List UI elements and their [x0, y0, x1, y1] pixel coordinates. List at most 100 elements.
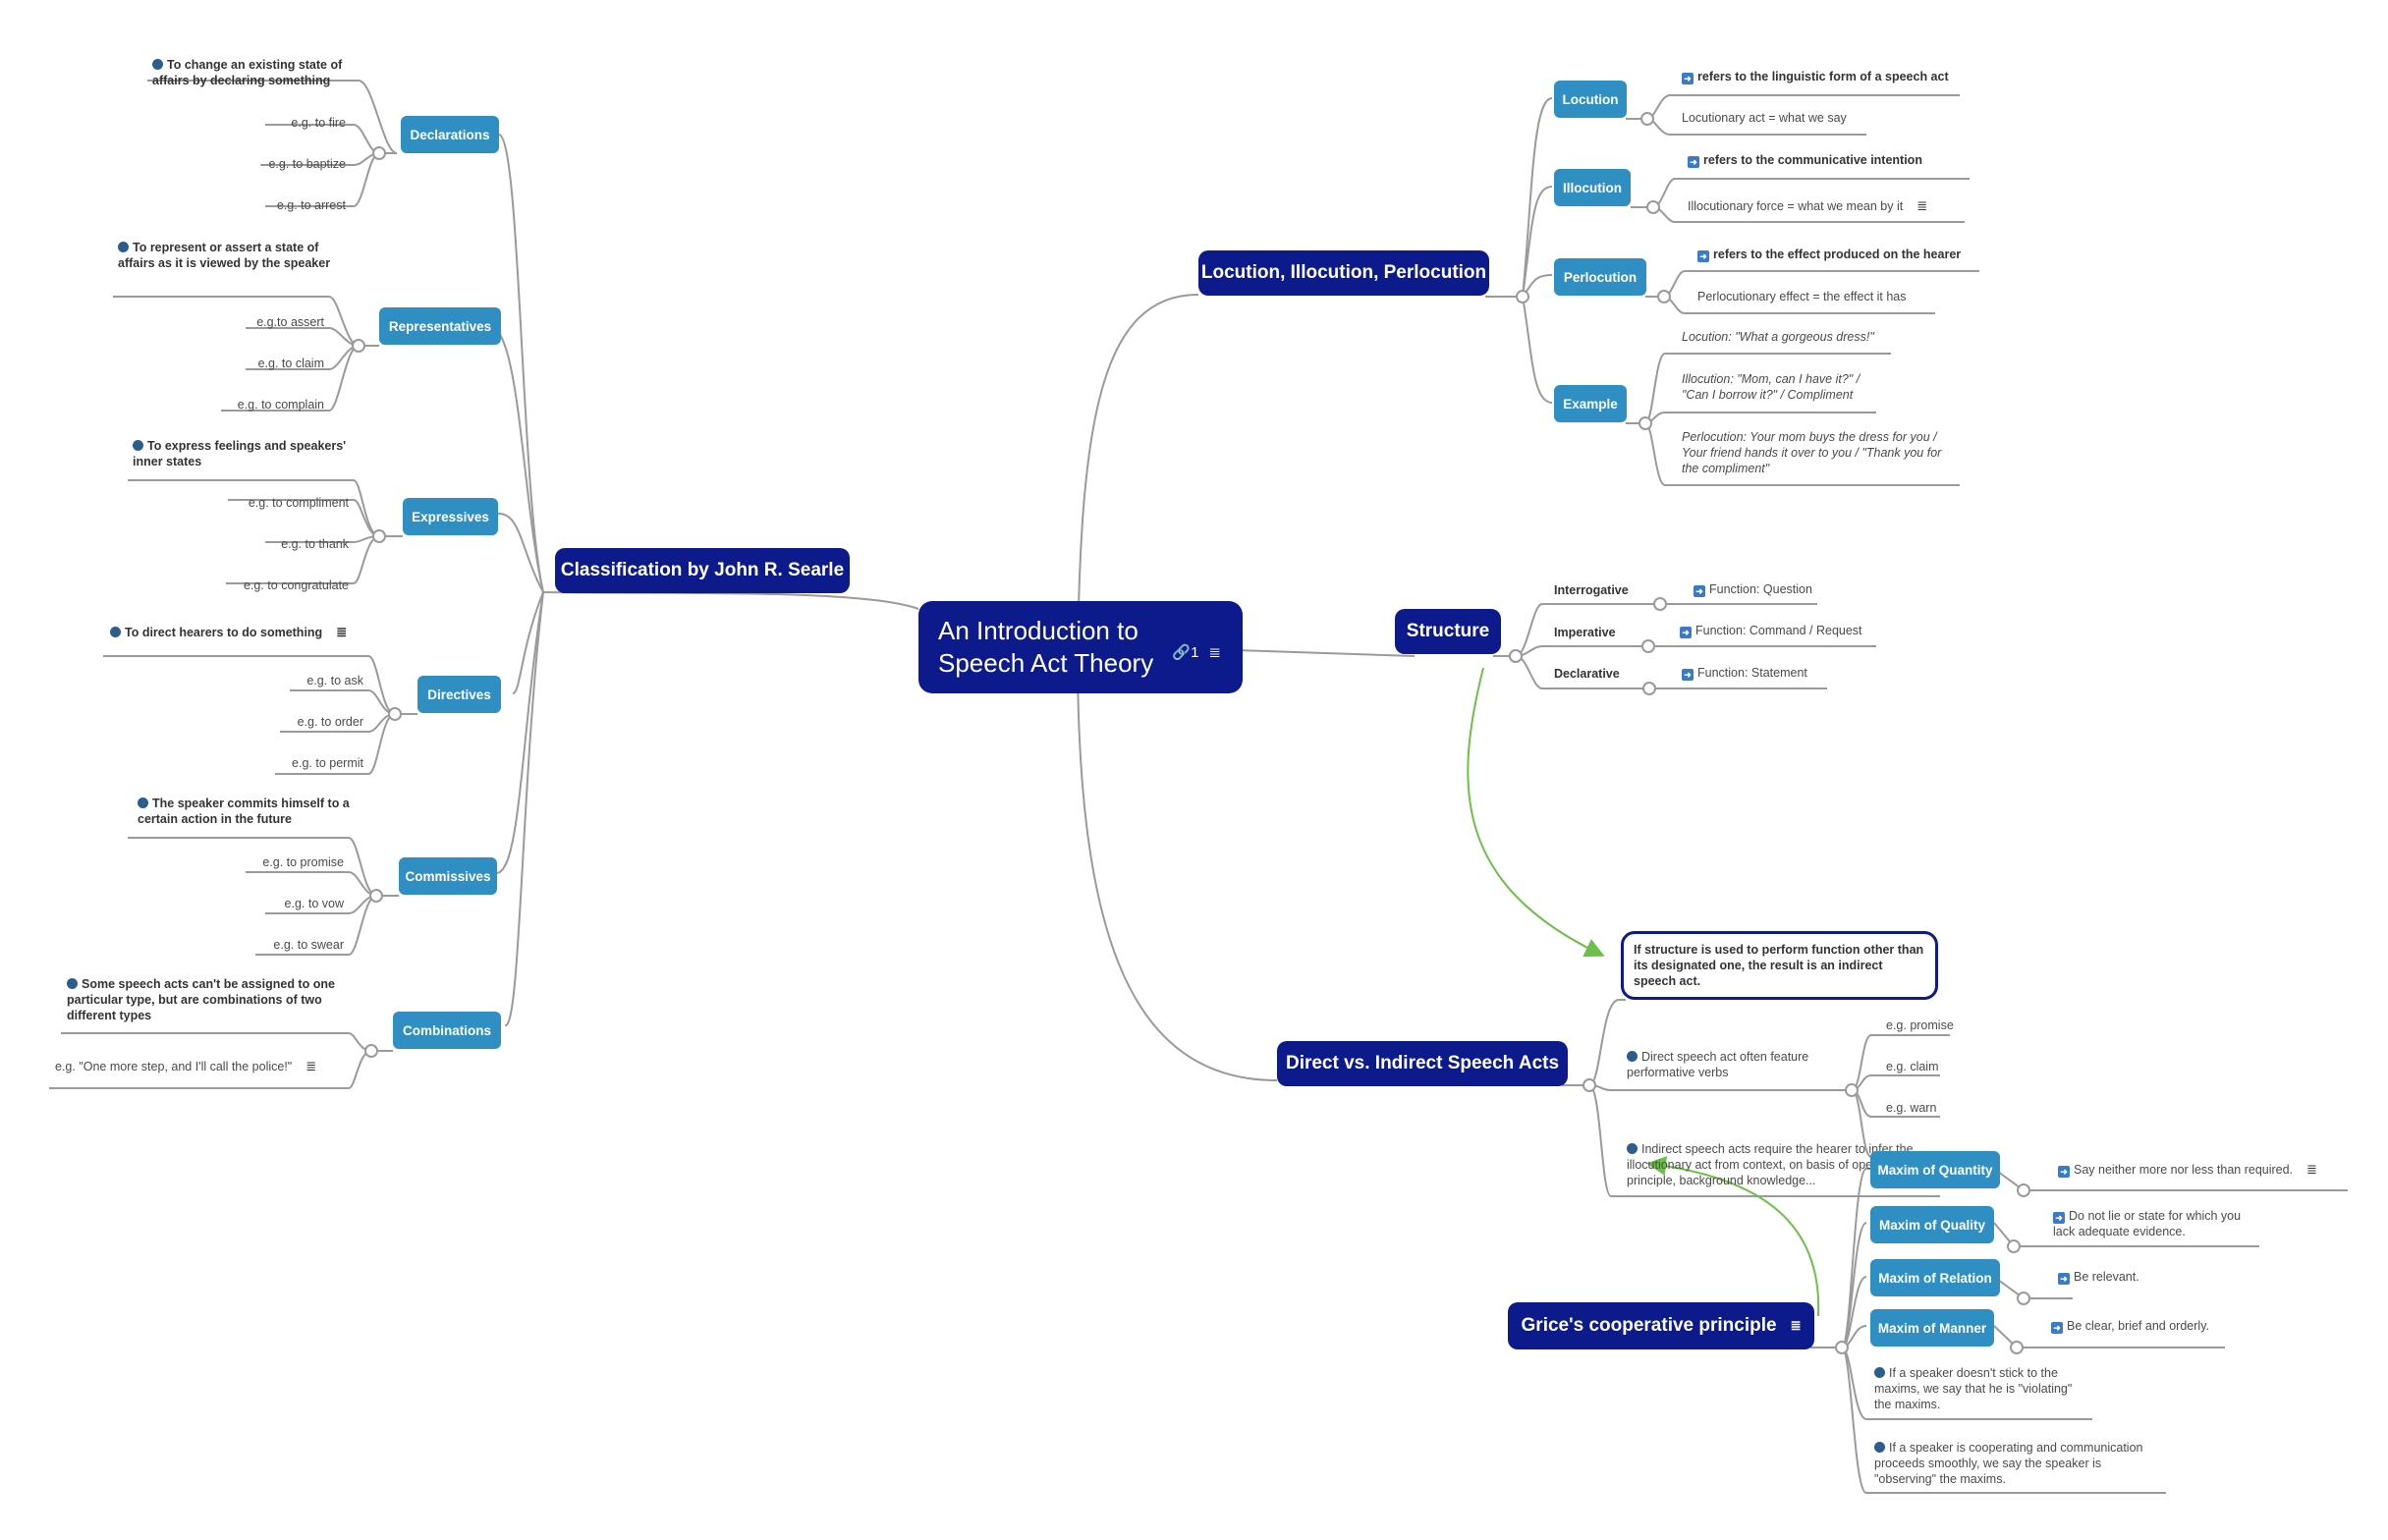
directives-example: e.g. to permit — [292, 756, 363, 770]
central-topic[interactable]: An Introduction to Speech Act Theory 🔗1 ≣ — [918, 601, 1243, 693]
central-title-line2: Speech Act Theory — [938, 648, 1154, 678]
topic-classification-searle[interactable]: Classification by John R. Searle — [555, 548, 850, 593]
topic-grice-cooperative-principle[interactable]: Grice's cooperative principle ≣ — [1508, 1302, 1814, 1349]
dot-icon — [1874, 1367, 1885, 1378]
relation-arrow[interactable] — [1646, 1156, 1820, 1317]
grice-observing-text: If a speaker is cooperating and communic… — [1874, 1441, 2143, 1486]
maxim-relation-desc: ➜Be relevant. — [2058, 1269, 2205, 1285]
subtopic-locution[interactable]: Locution — [1554, 81, 1627, 118]
right-arrow-icon: ➜ — [1697, 250, 1709, 262]
note-icon[interactable]: ≣ — [2306, 1162, 2317, 1177]
commissives-example: e.g. to promise — [262, 855, 344, 869]
representatives-example: e.g.to assert — [256, 315, 324, 329]
note-icon[interactable]: ≣ — [336, 625, 348, 639]
illocution-refers: ➜ refers to the communicative intention — [1688, 152, 1982, 168]
direct-example: e.g. claim — [1886, 1060, 1939, 1073]
structure-function-text: Function: Command / Request — [1695, 624, 1862, 637]
directives-example: e.g. to order — [297, 715, 363, 729]
note-icon[interactable]: ≣ — [1916, 198, 1928, 213]
subtopic-combinations[interactable]: Combinations — [393, 1012, 501, 1049]
structure-function: ➜Function: Statement — [1682, 665, 1878, 681]
right-arrow-icon: ➜ — [2051, 1322, 2063, 1334]
subtopic-directives[interactable]: Directives — [417, 676, 501, 713]
declarations-desc-text: To change an existing state of affairs b… — [152, 58, 343, 87]
paperclip-icon[interactable]: 🔗1 — [1172, 644, 1199, 661]
dot-icon — [110, 627, 121, 637]
note-icon[interactable]: ≣ — [1208, 644, 1221, 661]
dot-icon — [1874, 1442, 1885, 1453]
subtopic-perlocution[interactable]: Perlocution — [1554, 258, 1646, 296]
directives-desc: To direct hearers to do something ≣ — [110, 625, 356, 640]
right-arrow-icon: ➜ — [1688, 156, 1699, 168]
expressives-example: e.g. to congratulate — [243, 578, 349, 592]
commissives-desc: The speaker commits himself to a certain… — [138, 796, 354, 827]
maxim-quality-desc: ➜Do not lie or state for which you lack … — [2053, 1208, 2264, 1239]
right-arrow-icon: ➜ — [1682, 669, 1694, 681]
topic-structure[interactable]: Structure — [1395, 609, 1501, 654]
locution-refers: ➜refers to the linguistic form of a spee… — [1682, 69, 1976, 84]
perlocution-refers: ➜ refers to the effect produced on the he… — [1697, 247, 2002, 262]
grice-title: Grice's cooperative principle — [1521, 1315, 1777, 1336]
maxim-quality[interactable]: Maxim of Quality — [1870, 1206, 1994, 1243]
grice-observing-desc: If a speaker is cooperating and communic… — [1874, 1440, 2164, 1487]
directives-desc-text: To direct hearers to do something — [125, 626, 323, 639]
structure-type: Interrogative — [1554, 583, 1629, 597]
combinations-desc: Some speech acts can't be assigned to on… — [67, 976, 352, 1023]
indirect-speech-desc: Indirect speech acts require the hearer … — [1627, 1141, 1946, 1188]
note-icon[interactable]: ≣ — [1790, 1318, 1802, 1333]
representatives-desc-text: To represent or assert a state of affair… — [118, 241, 331, 270]
subtopic-declarations[interactable]: Declarations — [401, 116, 499, 153]
topic-direct-vs-indirect[interactable]: Direct vs. Indirect Speech Acts — [1277, 1041, 1568, 1086]
structure-function-text: Function: Question — [1709, 582, 1812, 596]
indirect-speech-desc-text: Indirect speech acts require the hearer … — [1627, 1142, 1914, 1187]
maxim-manner-desc: ➜ Be clear, brief and orderly. — [2051, 1318, 2248, 1334]
commissives-example: e.g. to swear — [273, 938, 344, 952]
maxim-manner-desc-text: Be clear, brief and orderly. — [2067, 1319, 2209, 1333]
subtopic-expressives[interactable]: Expressives — [403, 498, 498, 535]
attachment-count: 1 — [1191, 644, 1199, 661]
subtopic-representatives[interactable]: Representatives — [379, 307, 501, 345]
illocution-def: Illocutionary force = what we mean by it… — [1688, 198, 1982, 214]
right-arrow-icon: ➜ — [2058, 1273, 2070, 1285]
expressives-desc-text: To express feelings and speakers' inner … — [133, 439, 347, 468]
structure-type: Imperative — [1554, 626, 1616, 639]
subtopic-commissives[interactable]: Commissives — [399, 857, 497, 895]
right-arrow-icon: ➜ — [1694, 585, 1705, 597]
representatives-example: e.g. to claim — [257, 357, 324, 370]
note-icon[interactable]: ≣ — [305, 1059, 317, 1073]
maxim-quantity-desc: ➜Say neither more nor less than required… — [2058, 1162, 2353, 1178]
commissives-desc-text: The speaker commits himself to a certain… — [138, 797, 350, 826]
subtopic-example[interactable]: Example — [1554, 385, 1627, 422]
perlocution-def: Perlocutionary effect = the effect it ha… — [1697, 290, 1907, 303]
representatives-example: e.g. to complain — [237, 398, 324, 412]
central-title-line1: An Introduction to — [938, 616, 1138, 645]
subtopic-illocution[interactable]: Illocution — [1554, 169, 1631, 206]
maxim-manner[interactable]: Maxim of Manner — [1870, 1309, 1994, 1347]
maxim-quantity-desc-text: Say neither more nor less than required. — [2074, 1163, 2294, 1177]
illocution-refers-text: refers to the communicative intention — [1703, 153, 1922, 167]
combinations-desc-text: Some speech acts can't be assigned to on… — [67, 977, 335, 1022]
right-arrow-icon: ➜ — [2053, 1212, 2065, 1224]
dot-icon — [138, 798, 148, 808]
commissives-example: e.g. to vow — [284, 897, 344, 910]
dot-icon — [152, 59, 163, 70]
structure-function-text: Function: Statement — [1697, 666, 1807, 680]
locution-refers-text: refers to the linguistic form of a speec… — [1697, 70, 1949, 83]
dot-icon — [1627, 1143, 1638, 1154]
combinations-example: e.g. "One more step, and I'll call the p… — [55, 1059, 350, 1074]
dot-icon — [118, 242, 129, 252]
direct-speech-desc-text: Direct speech act often feature performa… — [1627, 1050, 1809, 1079]
topic-locution-illocution-perlocution[interactable]: Locution, Illocution, Perlocution — [1198, 250, 1489, 296]
direct-example: e.g. promise — [1886, 1018, 1954, 1032]
maxim-quantity[interactable]: Maxim of Quantity — [1870, 1151, 2000, 1188]
relation-arrow[interactable] — [1467, 667, 1605, 958]
declarations-desc: To change an existing state of affairs b… — [152, 57, 359, 88]
maxim-relation[interactable]: Maxim of Relation — [1870, 1259, 2000, 1296]
example-locution: Locution: "What a gorgeous dress!" — [1682, 330, 1874, 344]
right-arrow-icon: ➜ — [1680, 627, 1692, 638]
indirect-speech-act-callout[interactable]: If structure is used to perform function… — [1621, 931, 1938, 1000]
example-perlocution: Perlocution: Your mom buys the dress for… — [1682, 430, 1942, 475]
perlocution-refers-text: refers to the effect produced on the hea… — [1713, 248, 1962, 261]
